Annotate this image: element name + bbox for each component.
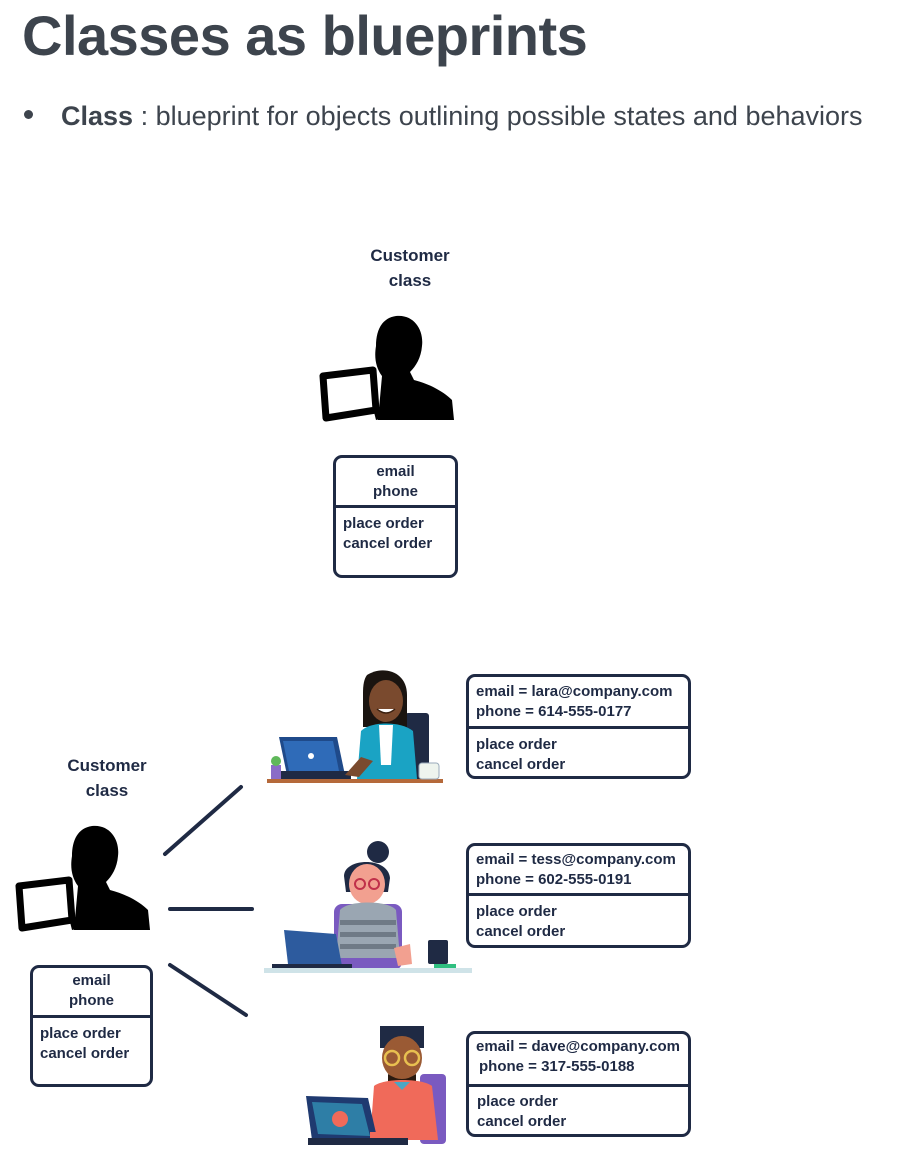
- instance-lara-method-place-order: place order: [476, 736, 557, 753]
- bullet-item: Class : blueprint for objects outlining …: [24, 98, 863, 134]
- instance-tess-phone: phone = 602-555-0191: [476, 871, 632, 888]
- bullet-term: Class: [61, 101, 134, 131]
- bullet-separator: :: [133, 101, 156, 131]
- bottom-attr-email: email: [72, 972, 111, 989]
- bottom-class-label-line2: class: [85, 781, 129, 800]
- bottom-method-cancel-order: cancel order: [40, 1045, 130, 1062]
- instance-box-tess: email = tess@company.com phone = 602-555…: [466, 843, 691, 948]
- bottom-method-place-order: place order: [40, 1025, 121, 1042]
- instance-lara-attributes: email = lara@company.com phone = 614-555…: [469, 677, 688, 729]
- top-method-cancel-order: cancel order: [343, 535, 433, 552]
- instance-box-lara: email = lara@company.com phone = 614-555…: [466, 674, 691, 779]
- top-attr-email: email: [376, 463, 415, 480]
- top-method-place-order: place order: [343, 515, 424, 532]
- top-class-label: Customer class: [355, 243, 465, 293]
- bottom-attr-phone: phone: [69, 992, 114, 1009]
- instance-tess-method-cancel-order: cancel order: [476, 923, 566, 940]
- bullet-dot: [24, 110, 33, 120]
- slide-title: Classes as blueprints: [22, 4, 588, 67]
- bottom-class-label-line1: Customer: [67, 756, 147, 775]
- dave-person-illustration: [306, 1026, 446, 1145]
- instance-tess-attributes: email = tess@company.com phone = 602-555…: [469, 846, 688, 896]
- instance-box-dave: email = dave@company.com phone = 317-555…: [466, 1031, 691, 1137]
- top-class-label-line2: class: [388, 271, 432, 290]
- top-attr-phone: phone: [373, 483, 418, 500]
- bullet-text: blueprint for objects outlining possible…: [155, 101, 863, 131]
- bottom-class-methods: place order cancel order: [33, 1018, 150, 1064]
- bottom-class-box: email phone place order cancel order: [30, 965, 153, 1087]
- customer-silhouette-icon: [319, 315, 454, 422]
- instance-tess-email: email = tess@company.com: [476, 851, 676, 868]
- connector-line-lara: [163, 785, 243, 856]
- instance-lara-methods: place order cancel order: [469, 729, 688, 775]
- lara-person-illustration: [267, 670, 443, 783]
- instance-tess-methods: place order cancel order: [469, 896, 688, 942]
- bottom-class-label: Customer class: [52, 753, 162, 803]
- tess-person-illustration: [264, 841, 472, 973]
- top-class-box: email phone place order cancel order: [333, 455, 458, 578]
- instance-dave-method-place-order: place order: [477, 1093, 558, 1110]
- top-class-label-line1: Customer: [370, 246, 450, 265]
- instance-lara-email: email = lara@company.com: [476, 683, 673, 700]
- instance-dave-email: email = dave@company.com: [476, 1038, 681, 1055]
- top-class-attributes: email phone: [336, 458, 455, 508]
- instance-dave-phone: phone = 317-555-0188: [479, 1058, 635, 1075]
- bottom-class-attributes: email phone: [33, 968, 150, 1018]
- customer-silhouette-icon: [15, 825, 150, 932]
- top-class-methods: place order cancel order: [336, 508, 455, 554]
- connector-line-dave: [168, 963, 248, 1017]
- instance-dave-method-cancel-order: cancel order: [477, 1113, 567, 1130]
- instance-lara-method-cancel-order: cancel order: [476, 756, 566, 773]
- instance-dave-attributes: email = dave@company.com phone = 317-555…: [469, 1034, 688, 1087]
- instance-dave-methods: place order cancel order: [469, 1087, 688, 1132]
- instance-tess-method-place-order: place order: [476, 903, 557, 920]
- instance-lara-phone: phone = 614-555-0177: [476, 703, 632, 720]
